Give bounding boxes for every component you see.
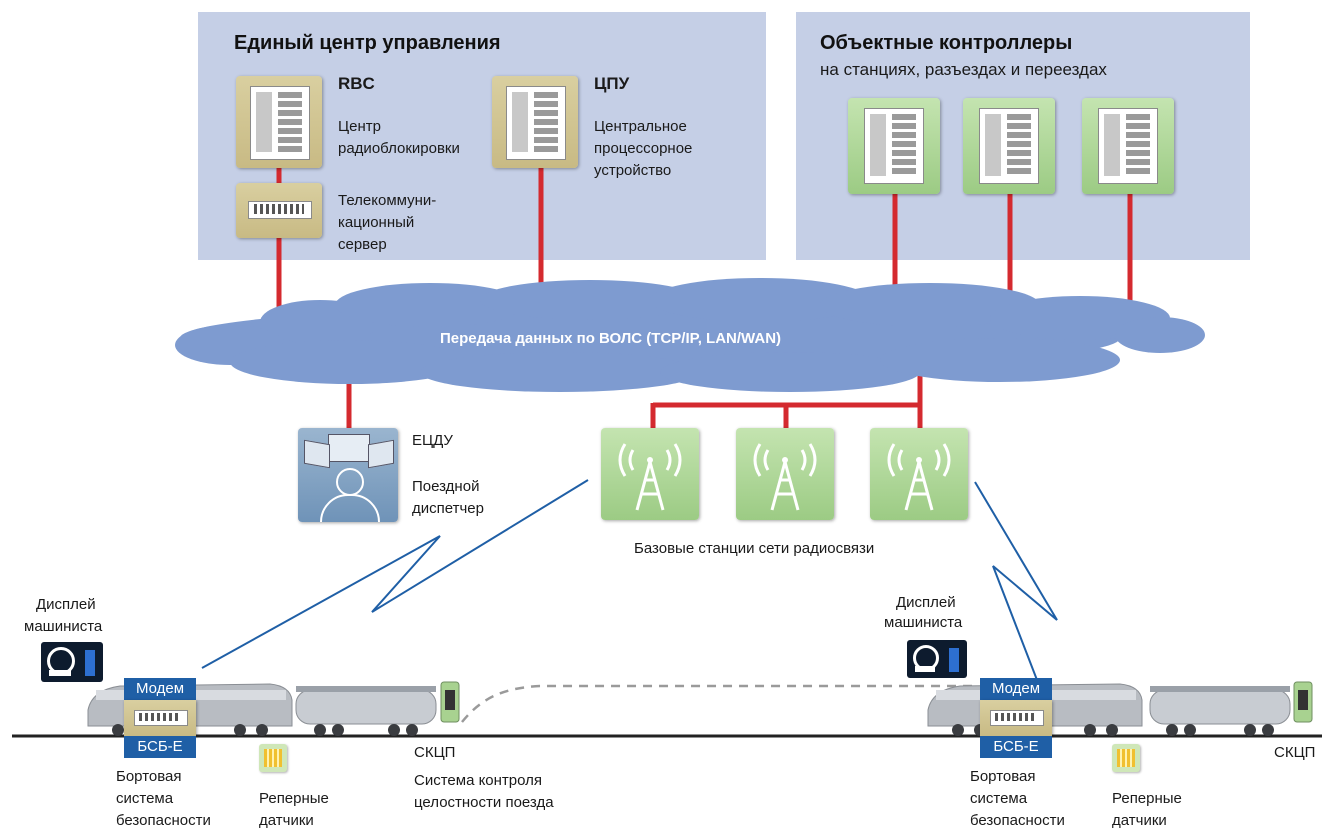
cpu-desc-line2: процессорное (594, 140, 693, 157)
cpu-desc-line3: устройство (594, 162, 672, 179)
integrity-link (461, 684, 975, 723)
right-display-line1: Дисплей (896, 594, 956, 611)
rbc-name: RBC (338, 74, 375, 93)
radio-links (201, 479, 1058, 681)
right-skcp-label: СКЦП (1274, 744, 1316, 761)
telecom-line1: Телекоммуни- (338, 192, 437, 209)
right-onboard-line1: Бортовая (970, 768, 1036, 785)
base-stations-label: Базовые станции сети радиосвязи (634, 540, 875, 557)
right-onboard-line3: безопасности (970, 812, 1065, 829)
left-display-line1: Дисплей (36, 596, 96, 613)
right-wagon (1149, 686, 1291, 736)
right-bsb-badge: БСБ-Е (980, 736, 1052, 758)
cpu-desc-line1: Центральное (594, 118, 687, 135)
right-sensors-line1: Реперные (1112, 790, 1182, 807)
integrity-line1: Система контроля (414, 772, 543, 789)
network-cloud (175, 278, 1205, 392)
base-station-2-icon (736, 428, 834, 520)
right-skcp-device (1293, 681, 1313, 723)
rbc-server-icon (236, 76, 322, 168)
dispatcher-line3: диспетчер (412, 500, 484, 517)
left-onboard-line1: Бортовая (116, 768, 182, 785)
left-bsb-badge: БСБ-Е (124, 736, 196, 758)
red-links (276, 168, 1133, 428)
right-onboard-line2: система (970, 790, 1028, 807)
left-display-line2: машиниста (24, 618, 103, 635)
object-controllers-title: Объектные контроллеры (820, 32, 1073, 54)
cpu-name: ЦПУ (594, 74, 630, 93)
rbc-desc-line1: Центр (338, 118, 381, 135)
left-skcp-device (440, 681, 460, 723)
left-driver-display-icon (41, 642, 103, 682)
rbc-desc-line2: радиоблокировки (338, 140, 460, 157)
control-center-title: Единый центр управления (234, 32, 501, 54)
dispatcher-icon (298, 428, 398, 522)
left-sensors-line1: Реперные (259, 790, 329, 807)
integrity-line2: целостности поезда (414, 794, 554, 811)
dispatcher-line2: Поездной (412, 478, 480, 495)
left-skcp-label: СКЦП (414, 744, 456, 761)
right-balise-icon (1112, 744, 1140, 772)
object-controller-3-icon (1082, 98, 1174, 194)
left-modem-badge: Модем (124, 678, 196, 700)
left-balise-icon (259, 744, 287, 772)
left-onboard-line3: безопасности (116, 812, 211, 829)
base-station-3-icon (870, 428, 968, 520)
right-modem-device-icon (980, 700, 1052, 736)
left-modem-device-icon (124, 700, 196, 736)
telecom-line2: кационный (338, 214, 415, 231)
object-controller-1-icon (848, 98, 940, 194)
right-display-line2: машиниста (884, 614, 963, 631)
telecom-server-icon (236, 183, 322, 238)
network-label: Передача данных по ВОЛС (TCP/IP, LAN/WAN… (440, 330, 782, 347)
object-controller-2-icon (963, 98, 1055, 194)
left-sensors-line2: датчики (259, 812, 314, 829)
left-wagon (295, 686, 437, 736)
cpu-server-icon (492, 76, 578, 168)
dispatcher-line1: ЕЦДУ (412, 432, 453, 449)
right-sensors-line2: датчики (1112, 812, 1167, 829)
right-modem-badge: Модем (980, 678, 1052, 700)
left-onboard-line2: система (116, 790, 174, 807)
object-controllers-subtitle: на станциях, разъездах и переездах (820, 60, 1107, 79)
base-station-1-icon (601, 428, 699, 520)
telecom-line3: сервер (338, 236, 387, 253)
right-driver-display-icon (907, 640, 967, 678)
